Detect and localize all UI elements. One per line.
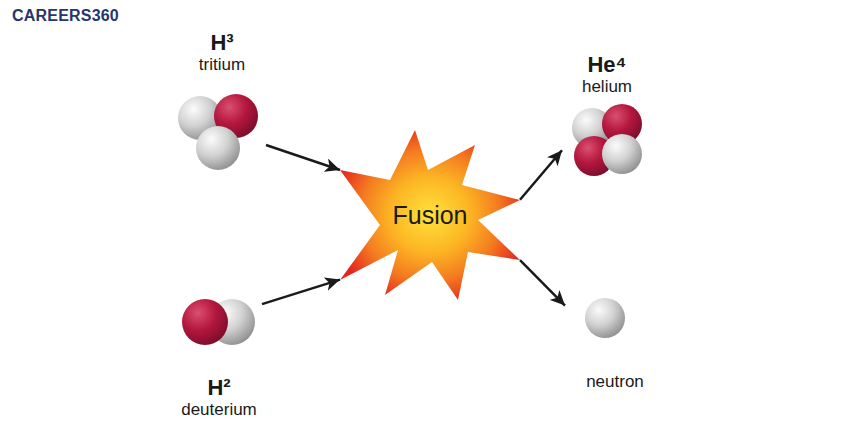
star-shape bbox=[340, 130, 520, 300]
isotope-name: helium bbox=[582, 77, 632, 97]
neutron-ball bbox=[585, 298, 625, 338]
isotope-symbol: He⁴ bbox=[587, 52, 626, 77]
logo-watermark: CAREERS360 bbox=[12, 7, 119, 25]
particle-group: H³tritium bbox=[178, 30, 266, 172]
isotope-symbol: H² bbox=[207, 375, 230, 400]
reaction-arrow bbox=[266, 145, 340, 170]
isotope-symbol: H³ bbox=[210, 30, 233, 55]
particle-group: He⁴helium bbox=[562, 52, 652, 178]
fusion-star: Fusion bbox=[340, 130, 520, 300]
isotope-name: deuterium bbox=[181, 400, 257, 420]
proton-ball bbox=[182, 299, 228, 345]
particle-name: neutron bbox=[586, 372, 644, 392]
reaction-arrow bbox=[262, 280, 340, 305]
particle-group: H²deuterium bbox=[176, 298, 262, 420]
reaction-arrow bbox=[520, 260, 565, 306]
particle-group: neutron bbox=[565, 296, 665, 392]
neutron-ball bbox=[196, 126, 240, 170]
neutron-ball bbox=[602, 134, 642, 174]
isotope-name: tritium bbox=[199, 55, 245, 75]
process-name: Fusion bbox=[392, 201, 467, 230]
reaction-arrow bbox=[520, 150, 562, 199]
